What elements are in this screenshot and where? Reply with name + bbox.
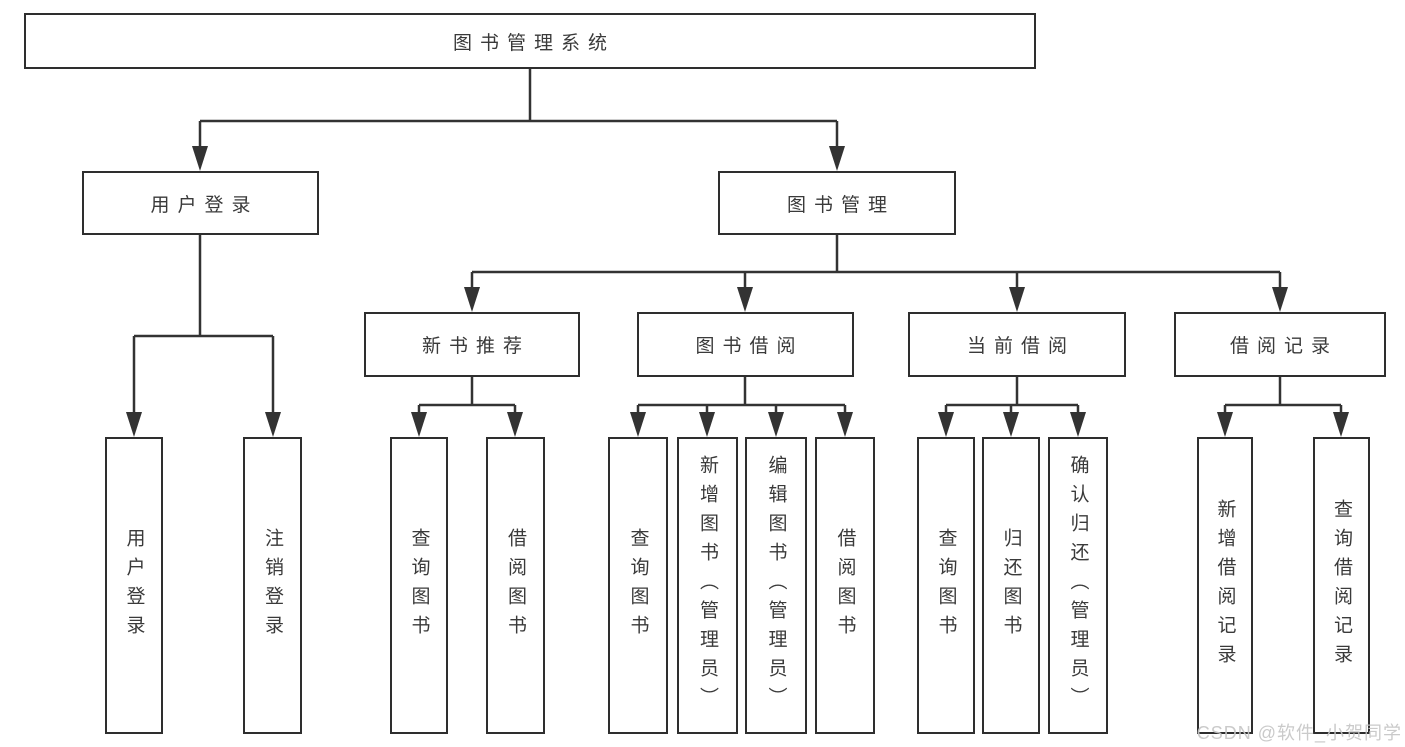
arrowhead (1272, 287, 1288, 312)
leaf-add-books-admin: 新增图书（管理员） (677, 437, 738, 734)
node-label: 查询图书 (935, 527, 957, 644)
leaf-add-borrow-record: 新增借阅记录 (1197, 437, 1253, 734)
leaf-query-borrow-record: 查询借阅记录 (1313, 437, 1370, 734)
node-user-login: 用户登录 (82, 171, 319, 235)
node-label: 查询图书 (408, 527, 430, 644)
node-label: 用户登录 (123, 527, 145, 644)
node-label: 借阅图书 (505, 527, 526, 644)
arrowhead (464, 287, 480, 312)
arrowhead (1217, 412, 1233, 437)
connector-borrowing-records-children (1217, 377, 1349, 437)
node-label: 用户登录 (150, 194, 259, 216)
node-label: 借阅记录 (1229, 336, 1338, 357)
leaf-logout: 注销登录 (243, 437, 302, 734)
connector-book-management-children (464, 235, 1288, 312)
leaf-borrow-books: 借阅图书 (815, 437, 875, 734)
leaf-return-books: 归还图书 (982, 437, 1040, 734)
node-label: 图书借阅 (695, 336, 804, 357)
arrowhead (837, 412, 853, 437)
leaf-query-books-borrowing: 查询图书 (608, 437, 668, 734)
connector-current-borrowing-children (938, 377, 1086, 437)
leaf-confirm-return-admin: 确认归还（管理员） (1048, 437, 1108, 734)
arrowhead (829, 146, 845, 171)
connector-book-borrowing-children (630, 377, 853, 437)
node-label: 确认归还（管理员） (1067, 455, 1089, 716)
node-label: 图书管理系统 (452, 32, 615, 54)
node-label: 新书推荐 (421, 336, 530, 357)
leaf-borrow-books-recommendation: 借阅图书 (486, 437, 545, 734)
arrowhead (411, 412, 427, 437)
leaf-query-books-recommendation: 查询图书 (390, 437, 448, 734)
arrowhead (126, 412, 142, 437)
node-label: 当前借阅 (966, 336, 1075, 357)
leaf-query-books-current: 查询图书 (917, 437, 975, 734)
arrowhead (265, 412, 281, 437)
node-label: 图书管理 (786, 194, 895, 216)
arrowhead (1333, 412, 1349, 437)
arrowhead (938, 412, 954, 437)
node-label: 新增图书（管理员） (697, 455, 718, 716)
node-current-borrowing: 当前借阅 (908, 312, 1126, 377)
arrowhead (192, 146, 208, 171)
connector-root-to-level2 (192, 69, 845, 171)
node-library-management-system: 图书管理系统 (24, 13, 1036, 69)
node-label: 查询借阅记录 (1331, 498, 1352, 673)
node-borrowing-records: 借阅记录 (1174, 312, 1386, 377)
leaf-edit-books-admin: 编辑图书（管理员） (745, 437, 807, 734)
arrowhead (699, 412, 715, 437)
arrowhead (630, 412, 646, 437)
arrowhead (507, 412, 523, 437)
csdn-watermark: CSDN @软件_小贺同学 (1196, 723, 1402, 743)
connector-user-login-children (126, 235, 281, 437)
leaf-user-login: 用户登录 (105, 437, 163, 734)
node-label: 借阅图书 (834, 527, 856, 644)
arrowhead (737, 287, 753, 312)
node-book-borrowing: 图书借阅 (637, 312, 854, 377)
arrowhead (1070, 412, 1086, 437)
node-label: 查询图书 (627, 527, 649, 644)
arrowhead (768, 412, 784, 437)
node-label: 新增借阅记录 (1214, 498, 1236, 673)
node-label: 注销登录 (262, 527, 283, 644)
node-label: 编辑图书（管理员） (765, 455, 787, 716)
arrowhead (1003, 412, 1019, 437)
connector-new-book-recommendation-children (411, 377, 523, 437)
arrowhead (1009, 287, 1025, 312)
node-book-management: 图书管理 (718, 171, 956, 235)
node-label: 归还图书 (1000, 527, 1022, 644)
node-new-book-recommendation: 新书推荐 (364, 312, 580, 377)
